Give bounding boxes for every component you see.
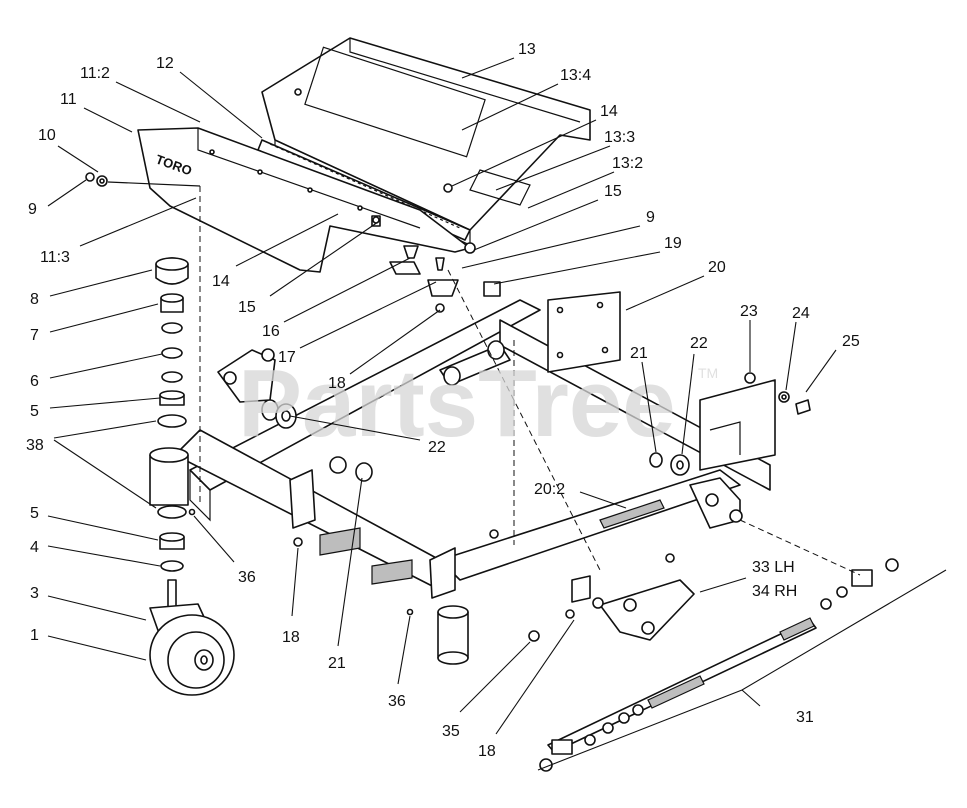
callout-4: 4 [30, 539, 39, 556]
callout-33: 33 LH [752, 559, 795, 576]
callout-18a: 18 [328, 375, 346, 392]
callout-15a: 15 [604, 183, 622, 200]
misc-hardware [293, 372, 811, 563]
callout-14b: 14 [212, 273, 230, 290]
linkage-rod-31 [406, 558, 899, 772]
watermark-text: PartsTree [238, 350, 676, 457]
callout-17: 17 [278, 349, 296, 366]
callout-22b: 22 [428, 439, 446, 456]
watermark: PartsTree TM [238, 350, 718, 457]
callout-6: 6 [30, 373, 39, 390]
callout-20: 20 [708, 259, 726, 276]
main-frame-20 [149, 291, 776, 665]
callout-34: 34 RH [752, 583, 797, 600]
callout-13-3: 13:3 [604, 129, 635, 146]
callout-9a: 9 [28, 201, 37, 218]
callout-13-4: 13:4 [560, 67, 591, 84]
callout-13: 13 [518, 41, 536, 58]
callout-23: 23 [740, 303, 758, 320]
callout-8: 8 [30, 291, 39, 308]
callout-15b: 15 [238, 299, 256, 316]
callout-19: 19 [664, 235, 682, 252]
callout-10: 10 [38, 127, 56, 144]
callout-16: 16 [262, 323, 280, 340]
callout-5b: 5 [30, 505, 39, 522]
callout-18b: 18 [282, 629, 300, 646]
callout-18c: 18 [478, 743, 496, 760]
callout-22a: 22 [690, 335, 708, 352]
callout-38: 38 [26, 437, 44, 454]
callout-12: 12 [156, 55, 174, 72]
callout-11: 11 [60, 91, 77, 108]
callout-25: 25 [842, 333, 860, 350]
callout-13-2: 13:2 [612, 155, 643, 172]
cover-plate-13 [261, 37, 591, 246]
side-panel-11: TORO [137, 127, 471, 273]
callout-5a: 5 [30, 403, 39, 420]
watermark-tm: TM [698, 365, 718, 381]
panel-hardware [85, 172, 501, 313]
bracket-31 [537, 569, 947, 771]
callout-21a: 21 [630, 345, 648, 362]
callout-35: 35 [442, 723, 460, 740]
callout-36a: 36 [238, 569, 256, 586]
callout-7: 7 [30, 327, 39, 344]
callout-9b: 9 [646, 209, 655, 226]
caster-assembly [149, 257, 235, 696]
callout-labels: 13 13:4 11:2 12 11 14 10 13:3 13:2 9 15 … [26, 41, 860, 760]
callout-11-2: 11:2 [80, 65, 110, 82]
callout-31: 31 [796, 709, 814, 726]
callout-1: 1 [30, 627, 39, 644]
phantom-lines [199, 186, 861, 576]
leader-lines [47, 57, 837, 735]
callout-11-3: 11:3 [40, 249, 70, 266]
callout-20-2: 20:2 [534, 481, 565, 498]
callout-14a: 14 [600, 103, 618, 120]
callout-21b: 21 [328, 655, 346, 672]
callout-24: 24 [792, 305, 810, 322]
callout-36b: 36 [388, 693, 406, 710]
callout-3: 3 [30, 585, 39, 602]
